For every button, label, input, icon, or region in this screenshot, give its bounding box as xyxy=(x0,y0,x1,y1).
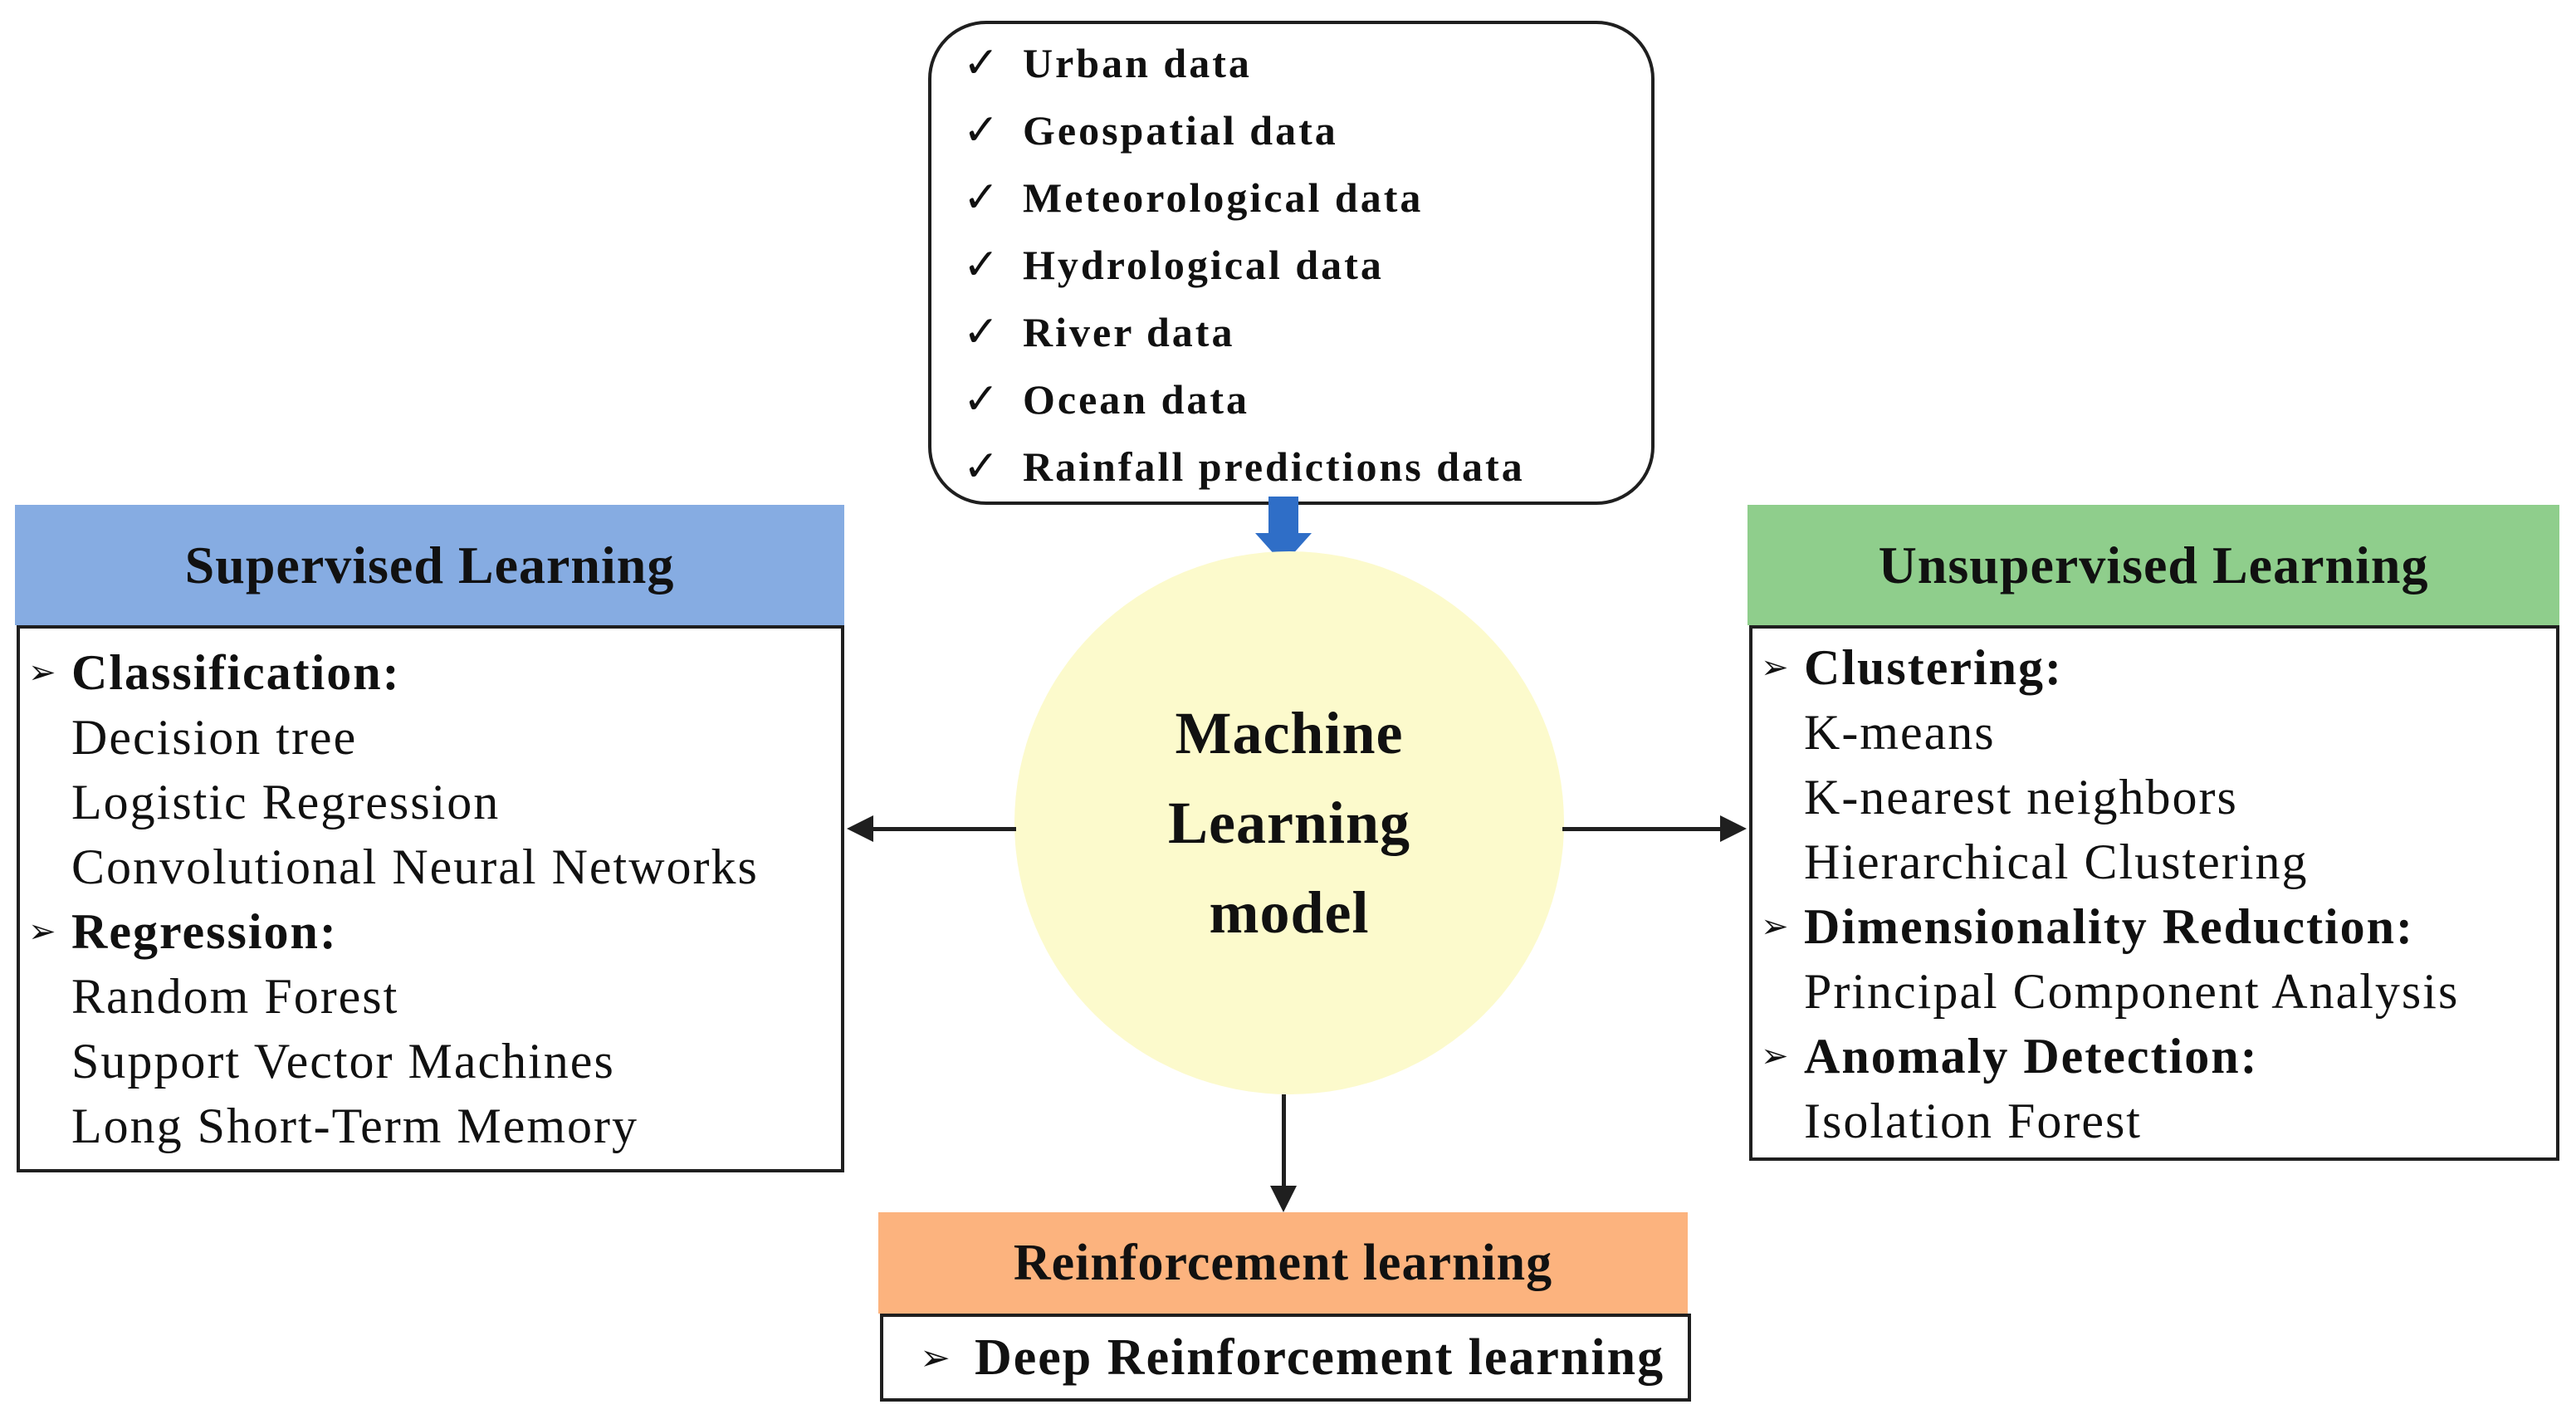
input-data-item: ✓ Rainfall predictions data xyxy=(963,433,1651,500)
input-data-label: Meteorological data xyxy=(1023,174,1424,221)
ml-model-label-line: Machine xyxy=(1175,700,1404,766)
method-label: Principal Component Analysis xyxy=(1804,963,2460,1019)
input-data-box: ✓ Urban data ✓ Geospatial data ✓ Meteoro… xyxy=(928,21,1655,505)
check-icon: ✓ xyxy=(963,239,1000,290)
bullet-arrow-icon: ➢ xyxy=(28,913,56,951)
input-data-label: Urban data xyxy=(1023,39,1252,86)
check-icon: ✓ xyxy=(963,37,1000,88)
supervised-panel: ➢ Classification: Decision tree Logistic… xyxy=(17,625,844,1172)
method-label: Decision tree xyxy=(71,709,358,765)
arrow-head xyxy=(1270,1186,1297,1212)
method-label: Long Short-Term Memory xyxy=(71,1098,639,1153)
method-row: Hierarchical Clustering xyxy=(1752,829,2556,894)
input-data-item: ✓ Hydrological data xyxy=(963,231,1651,298)
arrow-shaft xyxy=(1268,497,1298,533)
input-data-item: ✓ Urban data xyxy=(963,29,1651,96)
check-icon: ✓ xyxy=(963,172,1000,223)
method-label: Random Forest xyxy=(71,968,399,1024)
check-icon: ✓ xyxy=(963,441,1000,492)
input-data-item: ✓ Meteorological data xyxy=(963,164,1651,231)
method-label: Isolation Forest xyxy=(1804,1093,2142,1148)
method-label: Hierarchical Clustering xyxy=(1804,834,2309,889)
input-data-label: Hydrological data xyxy=(1023,241,1384,288)
input-data-label: Ocean data xyxy=(1023,375,1250,423)
reinforcement-header: Reinforcement learning xyxy=(878,1212,1688,1314)
method-row: K-nearest neighbors xyxy=(1752,765,2556,829)
arrow-head xyxy=(1720,815,1747,842)
category-row: ➢ Clustering: xyxy=(1752,635,2556,700)
input-data-item: ✓ River data xyxy=(963,298,1651,365)
reinforcement-title: Reinforcement learning xyxy=(1013,1234,1553,1291)
method-label: Logistic Regression xyxy=(71,774,501,829)
arrow-line xyxy=(1282,1094,1286,1187)
arrow-line xyxy=(868,827,1016,831)
method-row: Support Vector Machines xyxy=(20,1029,841,1094)
check-icon: ✓ xyxy=(963,105,1000,155)
category-label: Dimensionality Reduction: xyxy=(1804,898,2415,954)
method-row: Logistic Regression xyxy=(20,770,841,834)
category-row: ➢ Dimensionality Reduction: xyxy=(1752,894,2556,959)
category-label: Deep Reinforcement learning xyxy=(975,1329,1665,1386)
unsupervised-title: Unsupervised Learning xyxy=(1878,535,2429,595)
method-row: Convolutional Neural Networks xyxy=(20,834,841,899)
method-row: Decision tree xyxy=(20,705,841,770)
method-row: Long Short-Term Memory xyxy=(20,1094,841,1158)
method-row: Principal Component Analysis xyxy=(1752,959,2556,1024)
method-row: Isolation Forest xyxy=(1752,1089,2556,1153)
input-data-label: Geospatial data xyxy=(1023,106,1338,154)
category-label: Classification: xyxy=(71,644,401,700)
check-icon: ✓ xyxy=(963,374,1000,424)
category-label: Anomaly Detection: xyxy=(1804,1028,2259,1084)
arrow-head xyxy=(847,815,873,842)
input-data-item: ✓ Geospatial data xyxy=(963,96,1651,164)
category-row: ➢ Regression: xyxy=(20,899,841,964)
unsupervised-header: Unsupervised Learning xyxy=(1747,505,2559,625)
category-row: ➢ Classification: xyxy=(20,640,841,705)
ml-model-label-line: Learning xyxy=(1167,790,1411,856)
ml-model-circle: Machine Learning model xyxy=(1014,551,1564,1094)
bullet-arrow-icon: ➢ xyxy=(1761,1037,1789,1075)
bullet-arrow-icon: ➢ xyxy=(1761,648,1789,687)
input-data-item: ✓ Ocean data xyxy=(963,365,1651,433)
bullet-arrow-icon: ➢ xyxy=(28,653,56,692)
category-label: Regression: xyxy=(71,903,338,959)
supervised-title: Supervised Learning xyxy=(184,535,675,595)
reinforcement-panel: ➢ Deep Reinforcement learning xyxy=(880,1314,1691,1402)
category-row: ➢ Anomaly Detection: xyxy=(1752,1024,2556,1089)
bullet-arrow-icon: ➢ xyxy=(1761,908,1789,946)
ml-model-label-line: model xyxy=(1209,879,1370,946)
input-data-label: River data xyxy=(1023,308,1235,355)
unsupervised-panel: ➢ Clustering: K-means K-nearest neighbor… xyxy=(1749,625,2559,1161)
supervised-header: Supervised Learning xyxy=(15,505,844,625)
method-label: Support Vector Machines xyxy=(71,1033,615,1089)
method-row: K-means xyxy=(1752,700,2556,765)
arrow-line xyxy=(1562,827,1720,831)
input-data-label: Rainfall predictions data xyxy=(1023,443,1525,490)
check-icon: ✓ xyxy=(963,306,1000,357)
method-label: K-means xyxy=(1804,704,1996,760)
method-label: Convolutional Neural Networks xyxy=(71,839,759,894)
method-label: K-nearest neighbors xyxy=(1804,769,2238,825)
category-label: Clustering: xyxy=(1804,639,2063,695)
bullet-arrow-icon: ➢ xyxy=(920,1336,951,1379)
method-row: Random Forest xyxy=(20,964,841,1029)
